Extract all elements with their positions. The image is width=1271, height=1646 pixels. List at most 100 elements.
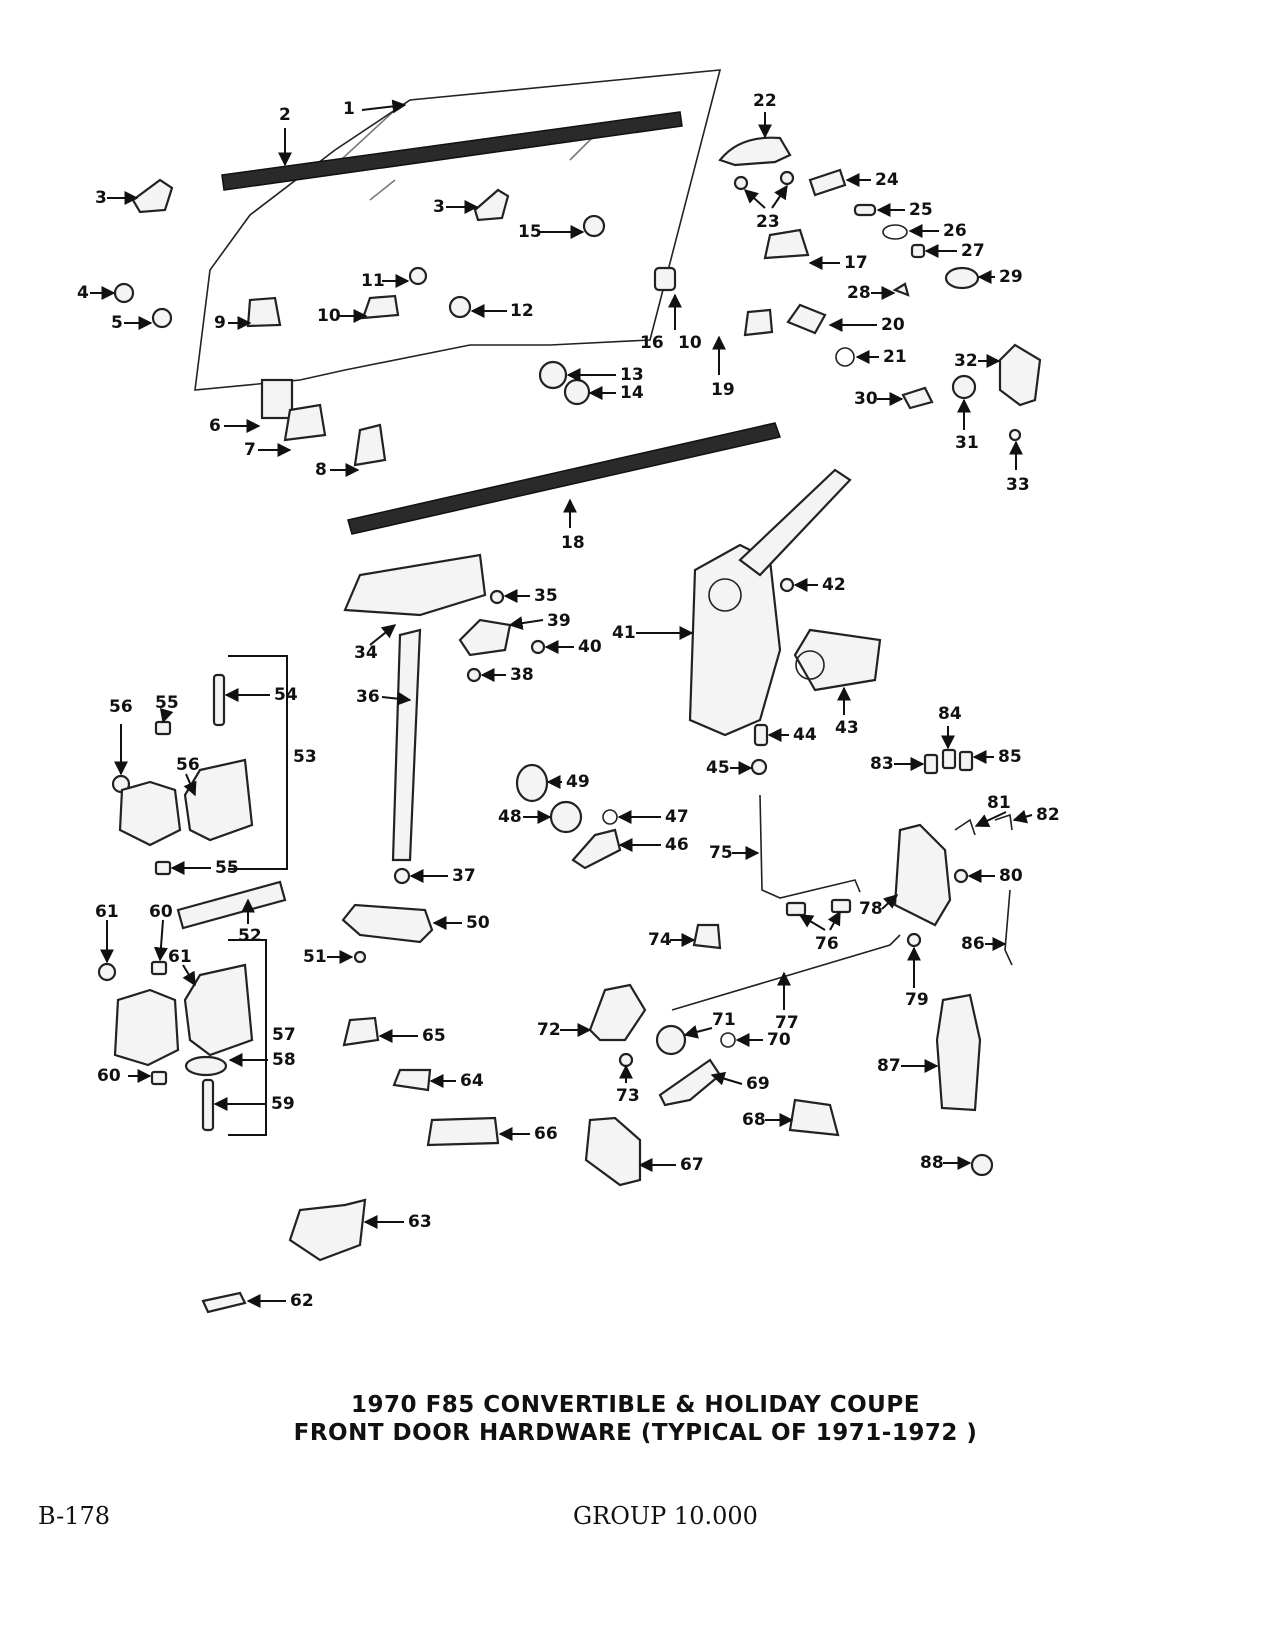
callout-35: 35 bbox=[534, 586, 558, 606]
bracket-57 bbox=[228, 939, 267, 1136]
window-regulator-41 bbox=[688, 543, 782, 737]
callout-66: 66 bbox=[534, 1124, 558, 1144]
clip-19 bbox=[743, 308, 774, 337]
callout-3a: 3 bbox=[95, 188, 107, 208]
clip-33 bbox=[1008, 428, 1022, 442]
pin-44 bbox=[753, 723, 769, 747]
callout-25: 25 bbox=[909, 200, 933, 220]
bracket-17 bbox=[763, 228, 810, 260]
switch-plate-66 bbox=[426, 1116, 500, 1147]
callout-74: 74 bbox=[648, 930, 672, 950]
callout-87: 87 bbox=[877, 1056, 901, 1076]
callout-56b: 56 bbox=[176, 755, 200, 775]
page-number: B-178 bbox=[38, 1502, 110, 1530]
gasket-29 bbox=[944, 266, 980, 290]
callout-21: 21 bbox=[883, 347, 907, 367]
callout-41: 41 bbox=[612, 623, 636, 643]
sash-channel-34 bbox=[343, 553, 487, 617]
callout-59: 59 bbox=[271, 1094, 295, 1114]
bolt-11 bbox=[408, 266, 428, 286]
callout-10b: 10 bbox=[678, 333, 702, 353]
clip-47 bbox=[602, 809, 618, 825]
hinge-pin-59 bbox=[201, 1078, 215, 1132]
screw-80 bbox=[953, 868, 969, 884]
leader-arrows bbox=[90, 99, 1033, 1308]
callout-37: 37 bbox=[452, 866, 476, 886]
screw-38 bbox=[466, 667, 482, 683]
clip-28 bbox=[892, 282, 910, 297]
screw-73 bbox=[618, 1052, 634, 1068]
grommet-88 bbox=[970, 1153, 994, 1177]
callout-38: 38 bbox=[510, 665, 534, 685]
callout-51: 51 bbox=[303, 947, 327, 967]
callout-75: 75 bbox=[709, 843, 733, 863]
callout-45: 45 bbox=[706, 758, 730, 778]
nut-5 bbox=[151, 307, 173, 329]
bushing-60a bbox=[150, 960, 168, 976]
clip-85 bbox=[958, 750, 974, 772]
callout-71: 71 bbox=[712, 1010, 736, 1030]
callout-63: 63 bbox=[408, 1212, 432, 1232]
callout-82: 82 bbox=[1036, 805, 1060, 825]
callout-5: 5 bbox=[111, 313, 123, 333]
callout-78: 78 bbox=[859, 899, 883, 919]
armrest-base-67 bbox=[584, 1116, 642, 1187]
callout-65: 65 bbox=[422, 1026, 446, 1046]
grommet-12 bbox=[448, 295, 472, 319]
callout-33: 33 bbox=[1006, 475, 1030, 495]
callout-2: 2 bbox=[279, 105, 291, 125]
callout-55b: 55 bbox=[215, 858, 239, 878]
handle-arm-46 bbox=[571, 828, 622, 870]
diagram-title-line-1: 1970 F85 CONVERTIBLE & HOLIDAY COUPE bbox=[351, 1392, 920, 1418]
rod-77 bbox=[671, 934, 901, 1011]
callout-3b: 3 bbox=[433, 197, 445, 217]
roller-15 bbox=[582, 214, 606, 238]
callout-70: 70 bbox=[767, 1030, 791, 1050]
callout-67: 67 bbox=[680, 1155, 704, 1175]
lever-20 bbox=[786, 303, 827, 335]
rod-75 bbox=[759, 794, 861, 899]
callout-36: 36 bbox=[356, 687, 380, 707]
escutcheon-48 bbox=[549, 800, 583, 834]
washer-21 bbox=[835, 347, 855, 367]
callout-11: 11 bbox=[361, 271, 385, 291]
callout-58: 58 bbox=[272, 1050, 296, 1070]
screw-42 bbox=[779, 577, 795, 593]
clip-74 bbox=[692, 923, 722, 950]
part-illustrations bbox=[97, 69, 1042, 1314]
callout-83: 83 bbox=[870, 754, 894, 774]
callout-13: 13 bbox=[620, 365, 644, 385]
callout-19: 19 bbox=[711, 380, 735, 400]
callout-52: 52 bbox=[238, 926, 262, 946]
callout-86: 86 bbox=[961, 934, 985, 954]
inside-handle-69 bbox=[658, 1058, 722, 1107]
callout-23: 23 bbox=[756, 212, 780, 232]
spacer-16 bbox=[653, 266, 677, 292]
callout-17: 17 bbox=[844, 253, 868, 273]
hinge-spring-52 bbox=[176, 880, 287, 930]
callout-57: 57 bbox=[272, 1025, 296, 1045]
callout-42: 42 bbox=[822, 575, 846, 595]
callout-48: 48 bbox=[498, 807, 522, 827]
callout-8: 8 bbox=[315, 460, 327, 480]
callout-77: 77 bbox=[775, 1013, 799, 1033]
callout-80: 80 bbox=[999, 866, 1023, 886]
callout-31: 31 bbox=[955, 433, 979, 453]
guide-8 bbox=[353, 423, 387, 467]
callout-4: 4 bbox=[77, 283, 89, 303]
callout-20: 20 bbox=[881, 315, 905, 335]
bushing-55b bbox=[154, 860, 172, 876]
hinge-pin-54 bbox=[212, 673, 226, 727]
door-glass bbox=[194, 69, 722, 391]
actuator-87 bbox=[935, 993, 982, 1112]
striker-plate-32 bbox=[998, 343, 1042, 407]
callout-56a: 56 bbox=[109, 697, 133, 717]
callout-34: 34 bbox=[354, 643, 378, 663]
group-label: GROUP 10.000 bbox=[573, 1502, 758, 1530]
callout-30: 30 bbox=[854, 389, 878, 409]
cover-64 bbox=[392, 1068, 432, 1092]
callout-27: 27 bbox=[961, 241, 985, 261]
screw-23b bbox=[779, 170, 795, 186]
cam-39 bbox=[458, 618, 512, 657]
